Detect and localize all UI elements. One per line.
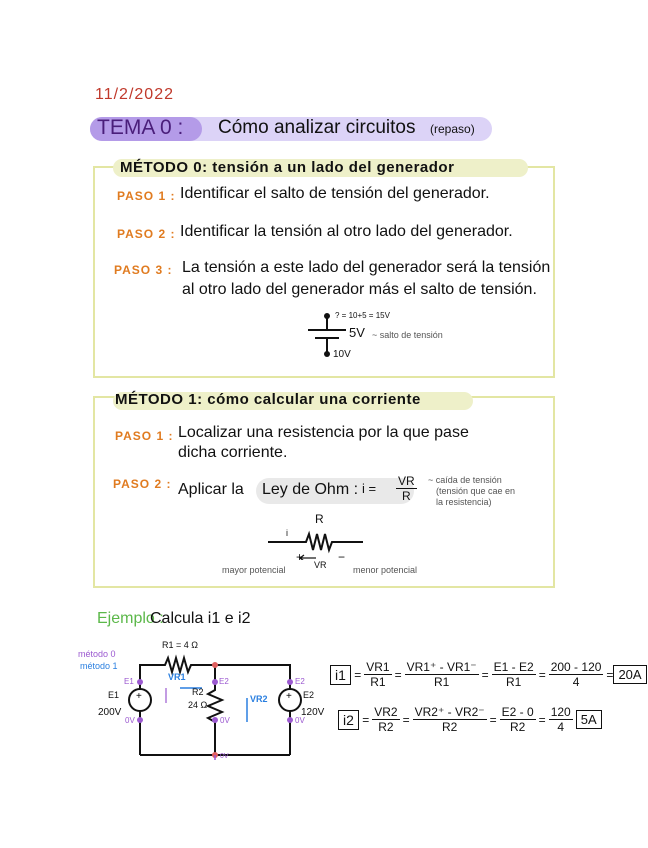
frac-den: 4 (557, 720, 565, 734)
metodo1-header: MÉTODO 1: cómo calcular una corriente (115, 391, 421, 408)
resistor-label: R (315, 512, 324, 526)
tema-tag (90, 117, 202, 141)
node-0v-left: 0V (125, 716, 135, 725)
node-e1: E1 (124, 677, 134, 686)
i2-result: 5A (575, 710, 602, 729)
paso-label: PASO 3 : (114, 263, 173, 277)
plus-sign: + (296, 550, 304, 564)
r2-value: 24 Ω (188, 700, 208, 710)
vr-label: VR (314, 560, 327, 570)
i2-label: i2 (338, 709, 359, 730)
circuit-diagram: + + (128, 654, 302, 760)
e2-label: E2 (303, 690, 315, 700)
vr1-label: VR1 (168, 672, 186, 682)
ohm-highlight (256, 478, 414, 504)
node-e2-right: E2 (295, 677, 305, 686)
ground-label: 0V (220, 753, 229, 760)
tema-label: TEMA 0 : (97, 116, 184, 139)
node-0v-mid: 0V (220, 716, 230, 725)
current-label: i (286, 528, 288, 538)
metodo0-header-bg (113, 159, 528, 177)
e1-value: 200V (98, 707, 122, 718)
paso-label: PASO 1 : (117, 189, 176, 203)
tema-title: Cómo analizar circuitos (218, 117, 416, 138)
paso-text: Aplicar la (178, 481, 244, 498)
tema-subtitle: (repaso) (430, 122, 475, 136)
i1-result: 20A (613, 665, 647, 684)
frac-den: R2 (509, 720, 526, 734)
metodo1-header-bg (113, 392, 473, 410)
paso-text: Localizar una resistencia por la que pas… (178, 424, 469, 441)
metodo0-header: MÉTODO 0: tensión a un lado del generado… (120, 159, 455, 176)
paso-text: La tensión a este lado del generador ser… (182, 259, 551, 276)
svg-text:+: + (136, 691, 142, 702)
frac-den: R2 (441, 720, 458, 734)
note-line: ~ caída de tensión (428, 475, 502, 485)
frac-den: R1 (506, 675, 522, 689)
ohm-num: VR (396, 474, 417, 489)
node-e2: E2 (219, 677, 229, 686)
diagram-bottom: 10V (333, 349, 351, 360)
r2-label: R2 (192, 687, 204, 697)
paso-text-cont: dicha corriente. (178, 444, 288, 461)
paso-label: PASO 2 : (117, 227, 176, 241)
paso-label: PASO 1 : (115, 429, 174, 443)
note-line: la resistencia) (436, 497, 492, 507)
diagram-jump-note: ~ salto de tensión (372, 330, 443, 340)
menor-potencial: menor potencial (353, 565, 418, 575)
frac-den: R2 (378, 720, 394, 734)
frac-num: VR2⁺ - VR2⁻ (412, 705, 487, 720)
note-line: (tensión que cae en (436, 486, 516, 496)
ohm-den: R (402, 489, 411, 503)
frac-num: 200 - 120 (548, 660, 604, 675)
legend-metodo1: método 1 (80, 661, 118, 671)
e2-value: 120V (301, 707, 325, 718)
frac-den: 4 (572, 675, 580, 689)
ohm-lhs: i = (362, 481, 377, 496)
ejemplo-text: Calcula i1 e i2 (150, 610, 251, 627)
paso-text: Identificar la tensión al otro lado del … (180, 223, 513, 240)
ohm-law: Ley de Ohm : (262, 481, 359, 498)
frac-den: R1 (370, 675, 386, 689)
frac-num: VR1⁺ - VR1⁻ (404, 660, 479, 675)
diagram-jump: 5V (349, 325, 365, 340)
resistor-diagram (268, 530, 363, 560)
paso-text: Identificar el salto de tensión del gene… (180, 185, 490, 202)
frac-den: R1 (433, 675, 450, 689)
ohm-note: ~ caída de tensión (tensión que cae en l… (428, 475, 515, 508)
vr2-label: VR2 (250, 694, 268, 704)
node-0v-right: 0V (295, 716, 305, 725)
battery-diagram (308, 313, 346, 357)
ejemplo-label: Ejemplo : (97, 610, 164, 627)
legend-metodo0: método 0 (78, 649, 116, 659)
frac-num: VR2 (372, 705, 400, 720)
r1-label: R1 = 4 Ω (162, 640, 198, 650)
diagram-top: ? = 10+5 = 15V (335, 311, 390, 320)
frac-num: VR1 (364, 660, 392, 675)
minus-sign: − (338, 550, 346, 564)
date: 11/2/2022 (95, 86, 174, 103)
mayor-potencial: mayor potencial (222, 565, 286, 575)
i1-label: i1 (330, 664, 351, 685)
paso-label: PASO 2 : (113, 477, 172, 491)
frac-num: E2 - 0 (499, 705, 536, 720)
paso-text-cont: al otro lado del generador más el salto … (182, 281, 537, 298)
svg-text:+: + (286, 691, 292, 702)
e1-label: E1 (108, 690, 120, 700)
frac-num: 120 (548, 705, 573, 720)
frac-num: E1 - E2 (491, 660, 536, 675)
